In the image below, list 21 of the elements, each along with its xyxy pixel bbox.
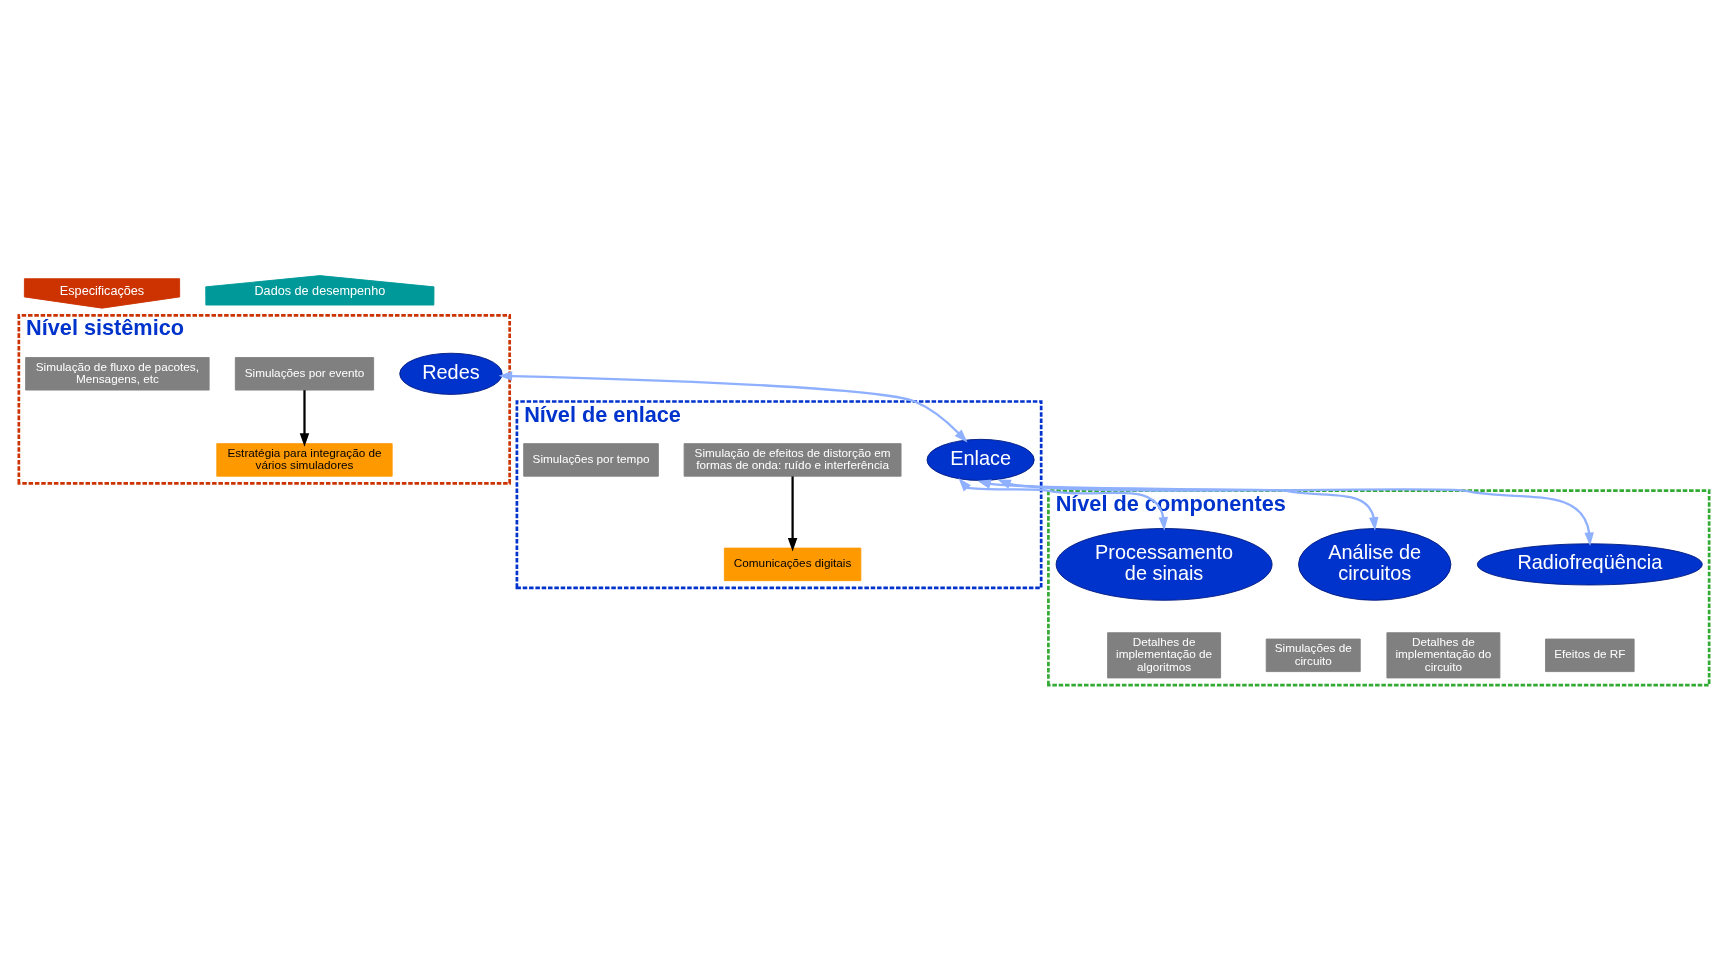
node-ellipse: Radiofreqüência (1476, 542, 1703, 585)
arrow (498, 370, 968, 443)
arrow (299, 389, 310, 447)
node-box: Estratégia para integração de vários simuladores (216, 442, 393, 477)
node-box: Detalhes de implementação de algoritmos (1107, 631, 1222, 678)
arrow (787, 475, 798, 551)
node-box: Simulação de efeitos de distorção em formas de onda: ruído e interferência (683, 442, 902, 477)
node-ellipse: Enlace (926, 438, 1035, 481)
arrow (997, 479, 1594, 546)
node-box: Simulações por evento (234, 356, 375, 391)
node-box: Detalhes de implementação do circuito (1386, 631, 1501, 678)
node-box: Simulações de circuito (1265, 638, 1361, 672)
node-box: Simulação de fluxo de pacotes, Mensagens, etc (25, 356, 210, 391)
node-ellipse: Processamento de sinais (1055, 527, 1273, 601)
arrow (977, 479, 1379, 531)
arrow (958, 477, 1169, 531)
node-box: Efeitos de RF (1545, 638, 1635, 672)
node-ellipse: Redes (399, 352, 503, 395)
node-box: Comunicações digitais (723, 547, 862, 581)
node-ellipse: Análise de circuitos (1298, 527, 1452, 601)
node-box: Simulações por tempo (523, 442, 659, 477)
